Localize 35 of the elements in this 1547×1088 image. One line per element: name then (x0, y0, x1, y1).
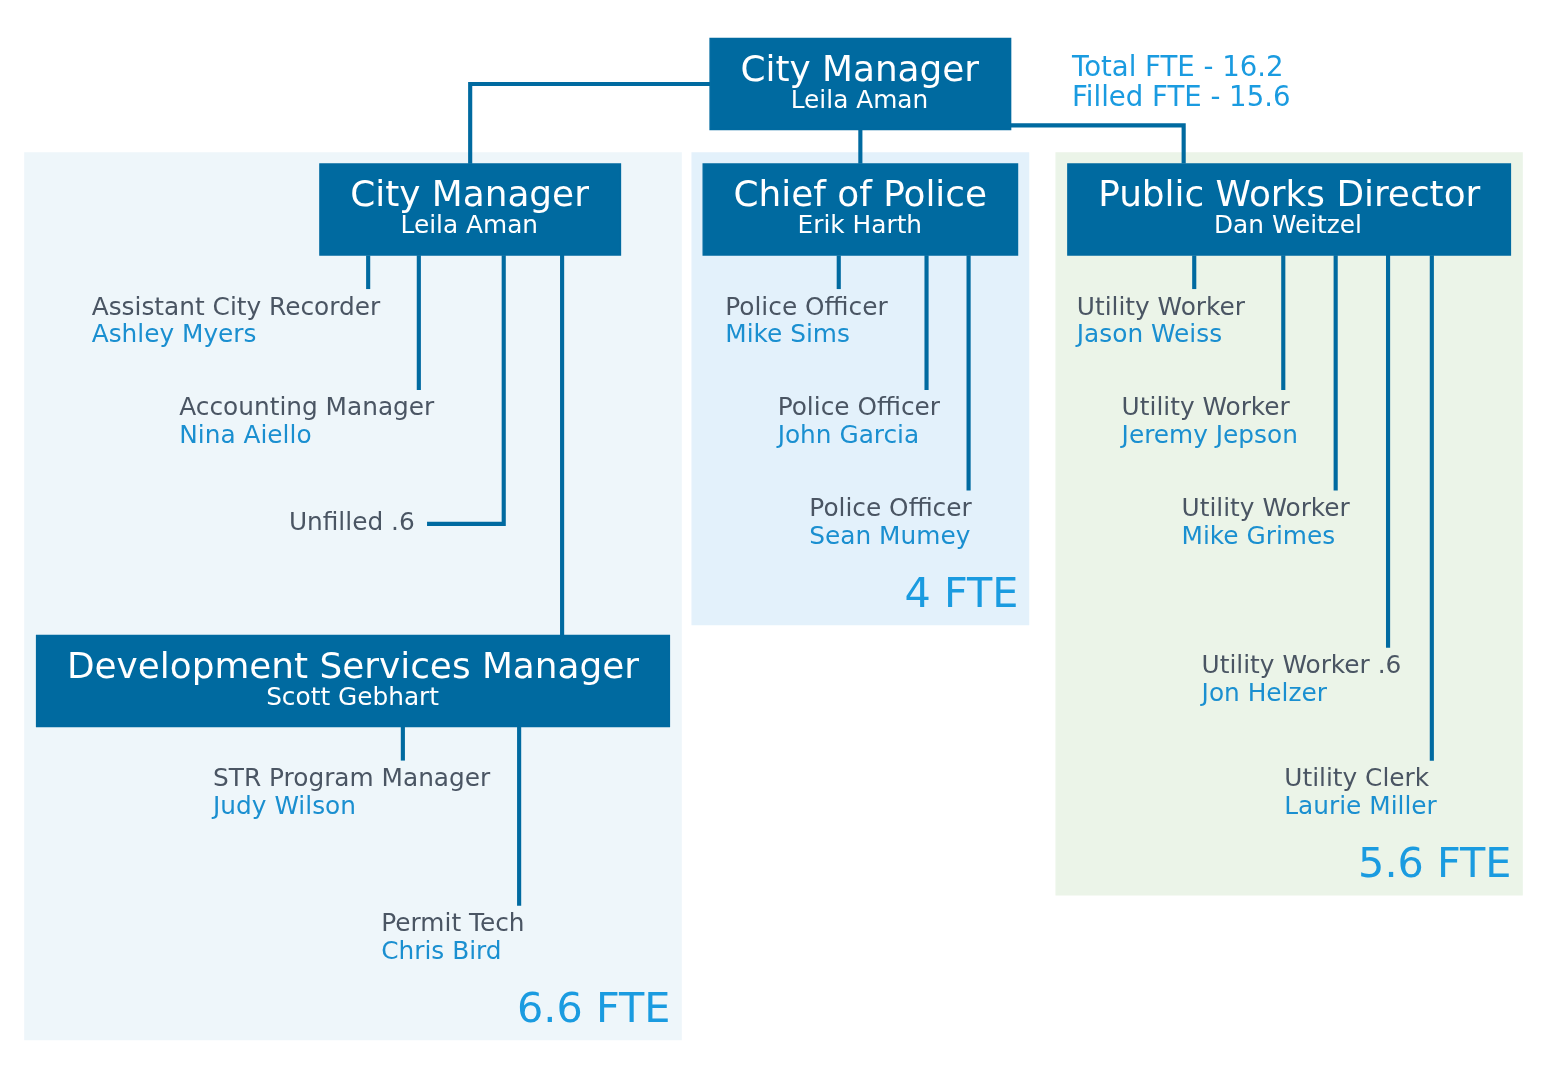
node-text: Police Officer John Garcia (777, 391, 941, 449)
node-text: Utility Worker .6 Jon Helzer (1201, 649, 1402, 707)
node-text: STR Program Manager Judy Wilson (213, 762, 491, 820)
connector (1010, 122, 1186, 163)
connector (366, 254, 371, 289)
connector (416, 254, 421, 390)
connector (1192, 254, 1197, 289)
connector (468, 81, 711, 164)
node-box: Development Services Manager Scott Gebhart (35, 634, 671, 727)
connector (1386, 254, 1391, 648)
node-box: City Manager Leila Aman (709, 37, 1012, 130)
connector (427, 254, 506, 526)
connector (836, 254, 841, 289)
connector (400, 726, 405, 761)
node-box: Chief of Police Erik Harth (702, 162, 1019, 256)
node-text: Utility Worker Jeremy Jepson (1121, 391, 1298, 449)
node-box: Public Works Director Dan Weitzel (1067, 162, 1512, 256)
connector (560, 254, 565, 635)
connector (517, 726, 522, 906)
node-text: Utility Clerk Laurie Miller (1284, 762, 1437, 820)
node-text: Police Officer Mike Sims (725, 291, 888, 348)
node-text: Unfilled .6 (288, 506, 415, 536)
node-text: Utility Worker Mike Grimes (1181, 492, 1350, 550)
node-box: City Manager Leila Aman (319, 162, 622, 256)
node-text: Assistant City Recorder Ashley Myers (91, 291, 381, 348)
connector (966, 254, 971, 491)
node-text: Utility Worker Jason Weiss (1076, 291, 1245, 348)
connector (1429, 254, 1434, 761)
connector (858, 129, 863, 164)
node-text: Accounting Manager Nina Aiello (179, 391, 435, 449)
connector (1281, 254, 1286, 390)
node-text: Permit Tech Chris Bird (381, 907, 525, 965)
connector (924, 254, 929, 390)
node-text: Police Officer Sean Mumey (809, 492, 972, 550)
connector (1333, 254, 1338, 491)
